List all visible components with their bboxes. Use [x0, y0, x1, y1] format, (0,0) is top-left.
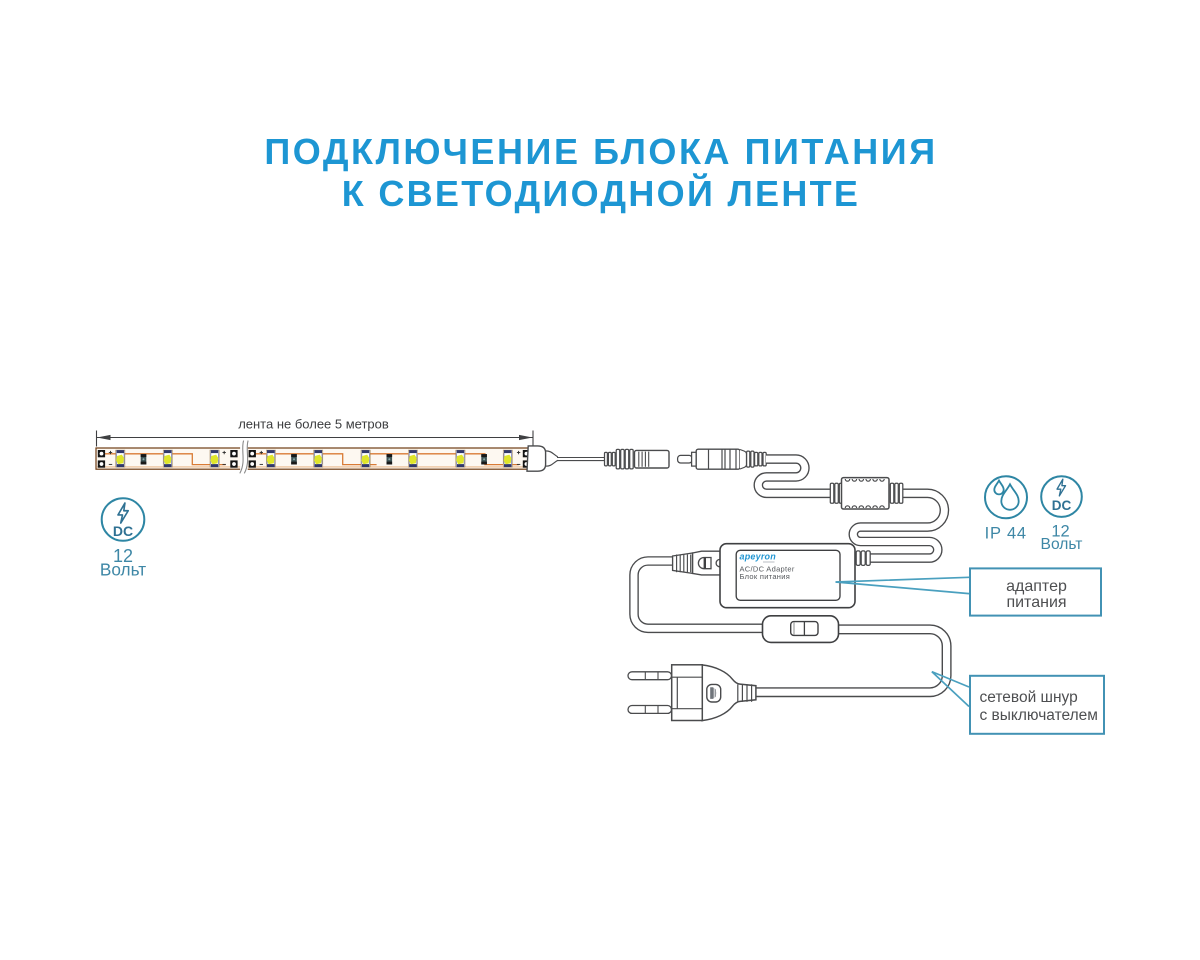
- svg-text:IP 44: IP 44: [985, 525, 1027, 543]
- svg-text:питания: питания: [1006, 594, 1066, 611]
- svg-text:AC/DC Adapter: AC/DC Adapter: [740, 564, 795, 573]
- svg-text:лента не более 5 метров: лента не более 5 метров: [238, 417, 389, 432]
- svg-text:12: 12: [1051, 523, 1069, 541]
- svg-text:Вольт: Вольт: [100, 560, 146, 580]
- svg-text:Вольт: Вольт: [1041, 536, 1083, 553]
- svg-text:К СВЕТОДИОДНОЙ ЛЕНТЕ: К СВЕТОДИОДНОЙ ЛЕНТЕ: [342, 172, 860, 214]
- svg-text:ПОДКЛЮЧЕНИЕ БЛОКА ПИТАНИЯ: ПОДКЛЮЧЕНИЕ БЛОКА ПИТАНИЯ: [264, 131, 937, 172]
- svg-text:с выключателем: с выключателем: [980, 707, 1098, 724]
- svg-text:Блок питания: Блок питания: [740, 572, 791, 581]
- svg-text:apeyron: apeyron: [740, 552, 777, 562]
- svg-text:DC: DC: [113, 523, 133, 539]
- svg-text:сетевой шнур: сетевой шнур: [980, 689, 1078, 706]
- svg-text:адаптер: адаптер: [1006, 578, 1067, 595]
- svg-text:12: 12: [113, 546, 133, 566]
- svg-text:DC: DC: [1052, 498, 1072, 513]
